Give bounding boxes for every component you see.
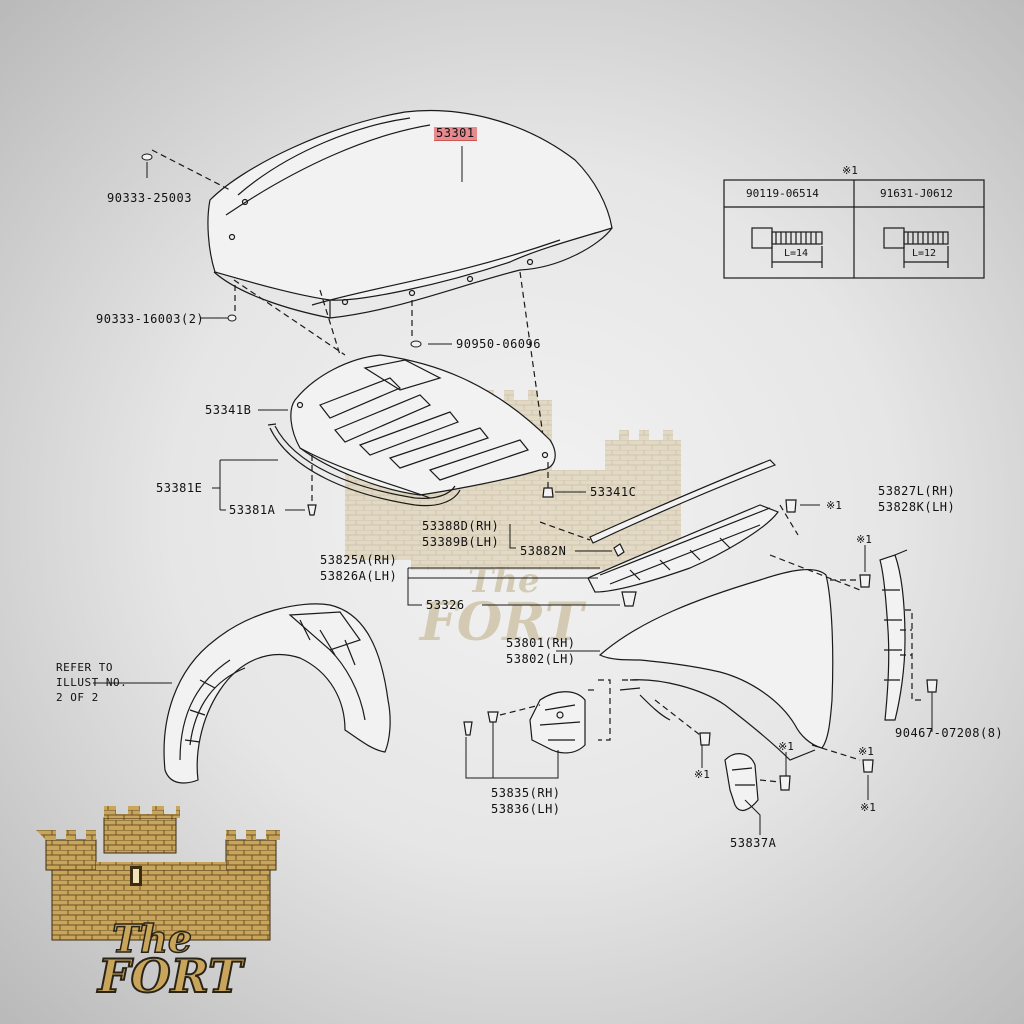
fender-protector <box>587 504 779 593</box>
part-label-fender-rh[interactable]: 53801(RH) <box>506 636 576 650</box>
part-label-bracket-lh[interactable]: 53836(LH) <box>491 802 561 816</box>
front-fender <box>598 569 834 761</box>
note-mark-fender-bolt-rear: ※1 <box>858 745 874 758</box>
bolt-table-header-mark: ※1 <box>842 164 858 177</box>
hood-panel <box>207 109 613 319</box>
svg-text:FORT: FORT <box>418 592 587 653</box>
note-mark-bracket-bolt: ※1 <box>778 740 794 753</box>
part-label-fender-protector-lh[interactable]: 53826A(LH) <box>320 569 398 583</box>
note-mark-fender-bolt-bottom: ※1 <box>860 801 876 814</box>
part-label-fender-protector-rh[interactable]: 53825A(RH) <box>320 553 398 567</box>
bolt-table <box>723 179 985 279</box>
fender-seal-strip <box>589 459 777 544</box>
bolt-table-length-1: L=14 <box>784 248 809 259</box>
brand-fort-text: FORT <box>96 949 246 1003</box>
part-label-fender-seal-rh[interactable]: 53388D(RH) <box>422 519 500 533</box>
part-label-hood-seal-retainer[interactable]: 53381A <box>229 503 276 517</box>
mounting-bracket <box>529 691 586 754</box>
wheel-liner <box>163 603 391 784</box>
note-mark-fender-bolt-top: ※1 <box>856 533 872 546</box>
part-label-hood-seal-assembly[interactable]: 53381E <box>156 481 203 495</box>
refer-note-line-3: 2 OF 2 <box>56 691 99 704</box>
part-label-fender-bracket[interactable]: 53837A <box>730 836 777 850</box>
part-label-bracket-rh[interactable]: 53835(RH) <box>491 786 561 800</box>
part-label-fender-lh[interactable]: 53802(LH) <box>506 652 576 666</box>
part-label-insulator-retainer[interactable]: 53341C <box>590 485 637 499</box>
brand-the-text: The <box>112 916 192 961</box>
fender-liner <box>879 554 906 721</box>
bolt-table-part-1: 90119-06514 <box>746 187 819 200</box>
part-label-fender-liner-rh[interactable]: 53827L(RH) <box>878 484 956 498</box>
bolt-table-part-2: 91631-J0612 <box>880 187 953 200</box>
bolt-table-length-2: L=12 <box>912 248 937 259</box>
note-mark-fender-bolt-front: ※1 <box>694 768 710 781</box>
part-label-clip[interactable]: 53326 <box>426 598 465 612</box>
part-label-bumper-front[interactable]: 90333-25003 <box>107 191 192 205</box>
hood-insulator <box>290 354 556 499</box>
part-label-seal-clip[interactable]: 53882N <box>520 544 567 558</box>
note-mark-protector-bolt: ※1 <box>826 499 842 512</box>
part-label-fender-liner-lh[interactable]: 53828K(LH) <box>878 500 956 514</box>
refer-note-line-2: ILLUST NO. <box>56 676 128 689</box>
part-label-liner-clip[interactable]: 90467-07208(8) <box>895 726 1004 740</box>
part-label-fender-seal-lh[interactable]: 53389B(LH) <box>422 535 500 549</box>
brand-logo-castle <box>36 806 280 941</box>
part-label-hood[interactable]: 53301 <box>434 126 477 141</box>
part-label-hood-insulator[interactable]: 53341B <box>205 403 252 417</box>
part-label-bumper-side[interactable]: 90333-16003(2) <box>96 312 205 326</box>
fender-bracket <box>724 753 759 812</box>
hood-seal <box>267 423 461 507</box>
refer-note-line-1: REFER TO <box>56 661 113 674</box>
part-label-hood-clip[interactable]: 90950-06096 <box>456 337 541 351</box>
